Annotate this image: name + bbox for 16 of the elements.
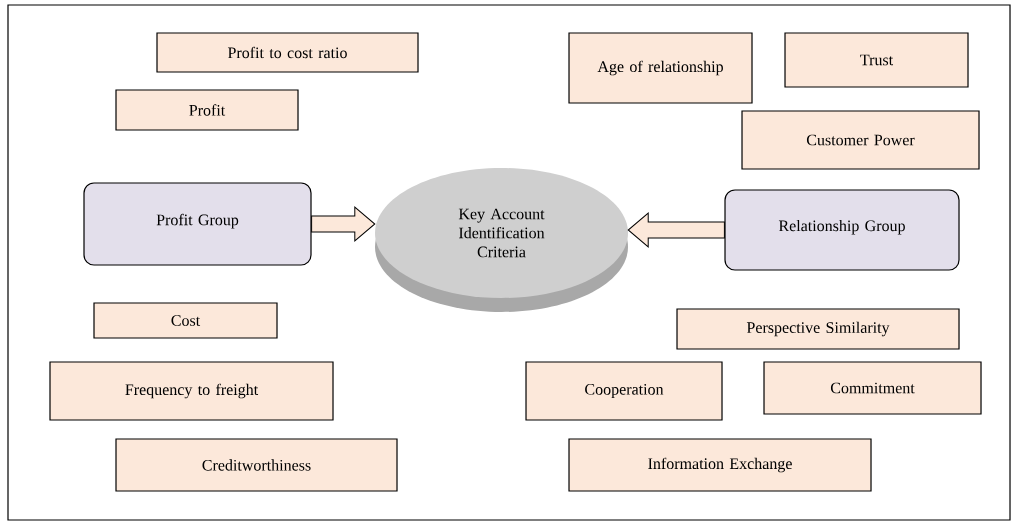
criterion-box: Perspective Similarity [676, 308, 960, 350]
criterion-box: Information Exchange [568, 438, 872, 492]
criterion-box: Cost [93, 302, 278, 339]
criterion-box: Customer Power [741, 110, 980, 170]
criterion-box: Cooperation [525, 361, 723, 421]
criterion-box: Creditworthiness [115, 438, 398, 492]
group-box: Relationship Group [724, 189, 960, 271]
criterion-box: Trust [784, 32, 969, 88]
group-box: Profit Group [83, 182, 312, 266]
criterion-box: Profit [115, 89, 299, 131]
criterion-box: Profit to cost ratio [156, 32, 419, 73]
block-arrow [627, 212, 725, 248]
criterion-box: Frequency to freight [49, 361, 334, 421]
criterion-box: Age of relationship [568, 32, 753, 104]
block-arrow [311, 206, 376, 242]
criterion-box: Commitment [763, 361, 982, 415]
